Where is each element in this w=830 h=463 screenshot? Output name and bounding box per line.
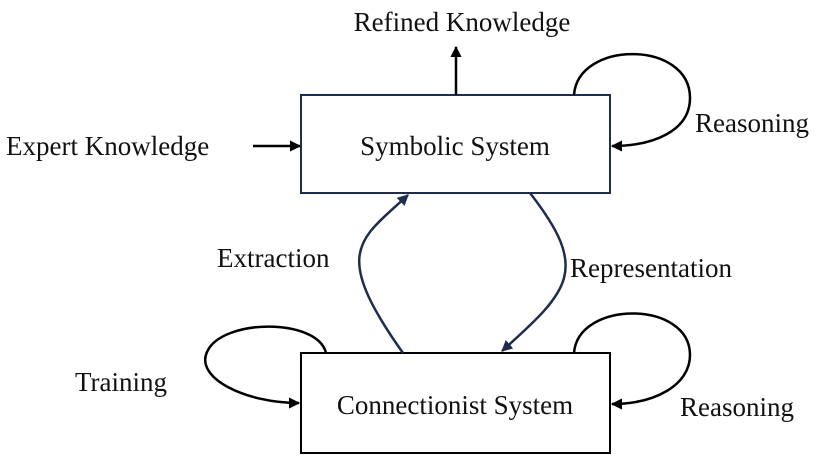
expert-knowledge-label: Expert Knowledge	[6, 131, 209, 161]
symbolic-system-node: Symbolic System	[300, 94, 611, 194]
symbolic-system-label: Symbolic System	[360, 131, 550, 161]
representation-arrow	[501, 192, 567, 352]
refined-knowledge-label: Refined Knowledge	[354, 7, 571, 37]
symbolic-reasoning-loop	[572, 52, 692, 152]
extraction-label: Extraction	[217, 243, 330, 273]
extraction-arrow	[358, 194, 409, 354]
symbolic-reasoning-label: Reasoning	[695, 108, 809, 138]
connectionist-system-label: Connectionist System	[337, 390, 573, 420]
training-loop	[204, 325, 328, 409]
connectionist-system-node: Connectionist System	[300, 352, 611, 454]
training-label: Training	[75, 367, 167, 397]
representation-label: Representation	[570, 253, 732, 283]
symbolic-system-box	[300, 94, 611, 194]
connectionist-reasoning-loop	[572, 312, 692, 410]
connectionist-system-box	[300, 352, 611, 454]
connectionist-reasoning-label: Reasoning	[680, 392, 794, 422]
